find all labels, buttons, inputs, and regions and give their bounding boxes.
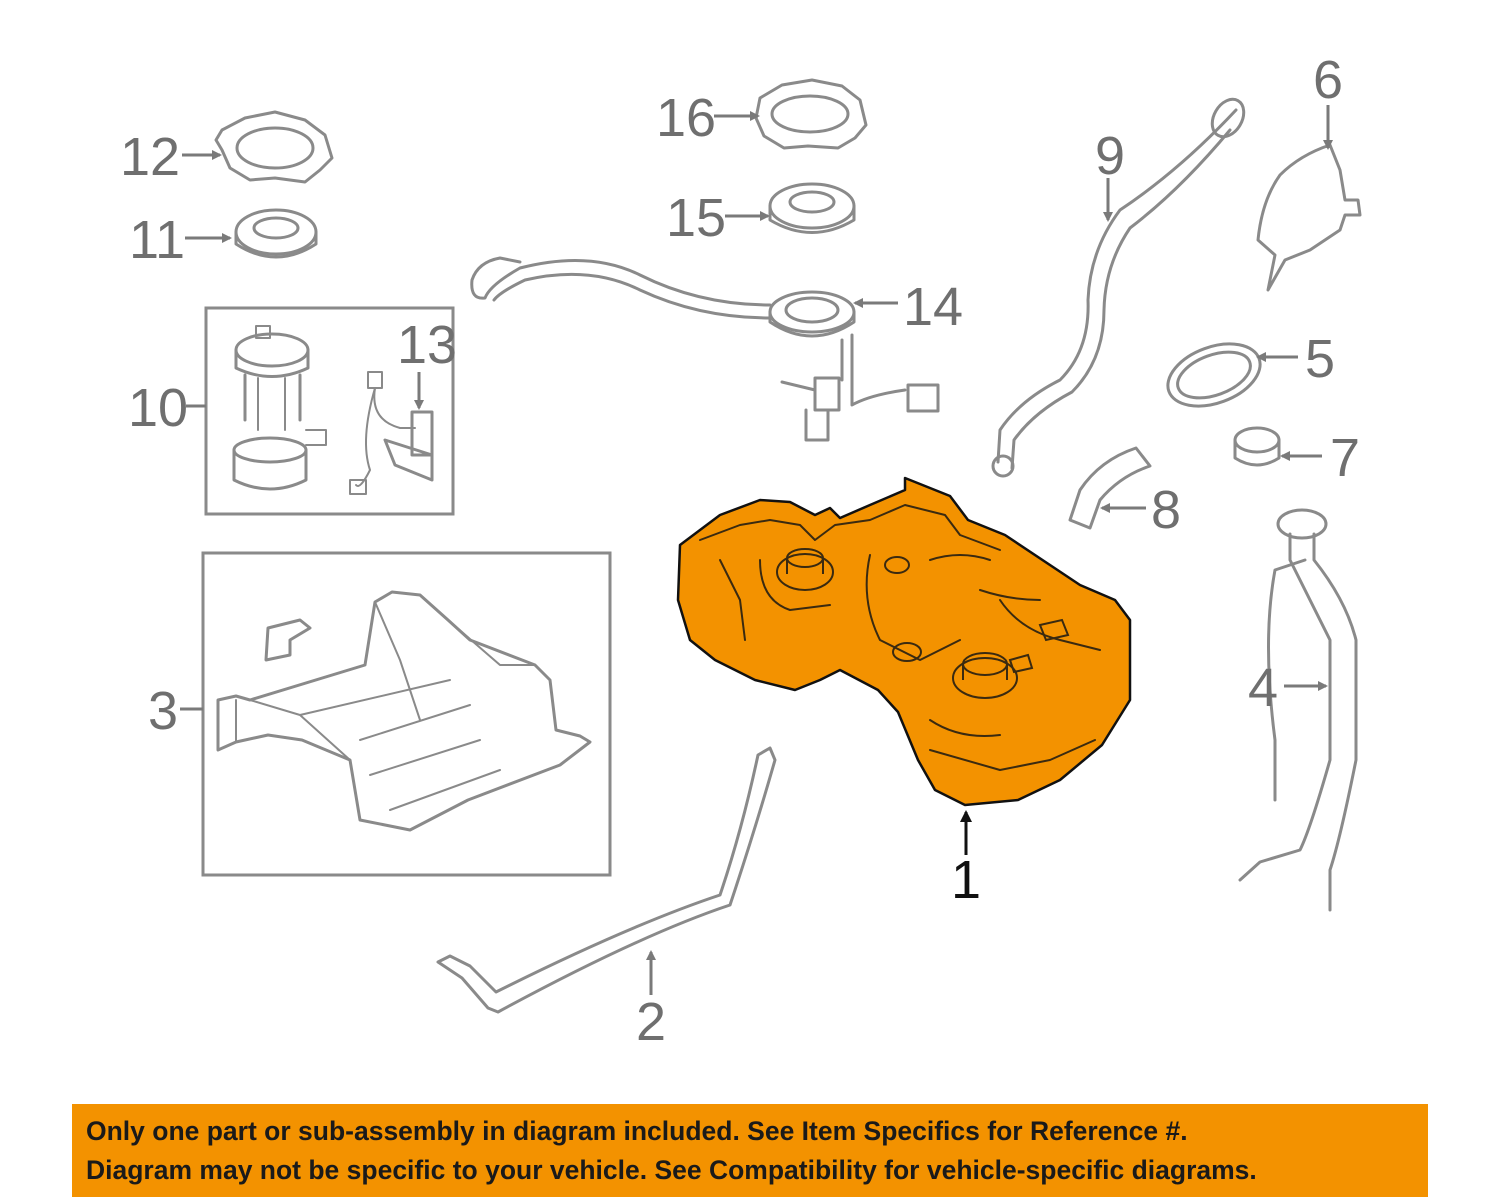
parts-diagram: 1 2 3 4 5 6 7 8 9 10 11 12 13 14 15 16 bbox=[120, 50, 1362, 1052]
sender-13-drawing bbox=[349, 371, 434, 495]
bracket-6-drawing bbox=[1256, 143, 1362, 292]
sender-unit-14-drawing bbox=[470, 256, 940, 442]
hose-8-drawing bbox=[1068, 446, 1152, 530]
strap-2-drawing bbox=[436, 746, 777, 1014]
callout-14: 14 bbox=[903, 277, 963, 337]
filler-pipe-4-drawing bbox=[1238, 508, 1358, 912]
heat-shield-drawing bbox=[216, 590, 592, 832]
callout-12: 12 bbox=[120, 127, 180, 187]
callout-8: 8 bbox=[1151, 480, 1181, 540]
callout-3: 3 bbox=[148, 681, 178, 741]
callout-4: 4 bbox=[1248, 658, 1278, 718]
callout-10: 10 bbox=[128, 378, 188, 438]
lock-ring-16-drawing bbox=[754, 78, 868, 150]
lock-ring-12-drawing bbox=[214, 110, 334, 184]
callout-16: 16 bbox=[656, 88, 716, 148]
fuel-tank-1-drawing bbox=[676, 476, 1132, 807]
fuel-pump-assembly-drawing bbox=[232, 325, 327, 491]
callout-11: 11 bbox=[129, 210, 185, 270]
cap-7-drawing bbox=[1233, 426, 1281, 467]
callout-15: 15 bbox=[666, 188, 726, 248]
vent-hose-9-drawing bbox=[991, 97, 1246, 478]
ring-5-drawing bbox=[1166, 342, 1262, 408]
disclaimer-line-2: Diagram may not be specific to your vehi… bbox=[86, 1155, 1257, 1185]
callout-9: 9 bbox=[1095, 126, 1125, 186]
disclaimer-line-1: Only one part or sub-assembly in diagram… bbox=[86, 1116, 1188, 1146]
callout-2: 2 bbox=[636, 992, 666, 1052]
disclaimer-banner: Only one part or sub-assembly in diagram… bbox=[72, 1104, 1428, 1197]
callout-7: 7 bbox=[1330, 428, 1360, 488]
callout-13: 13 bbox=[397, 315, 457, 375]
callout-5: 5 bbox=[1305, 329, 1335, 389]
seal-11-drawing bbox=[234, 208, 318, 259]
shield-box bbox=[201, 551, 612, 877]
pump-assembly-box bbox=[204, 306, 455, 516]
callout-1: 1 bbox=[951, 850, 981, 910]
seal-15-drawing bbox=[768, 182, 856, 234]
callout-6: 6 bbox=[1313, 50, 1343, 110]
